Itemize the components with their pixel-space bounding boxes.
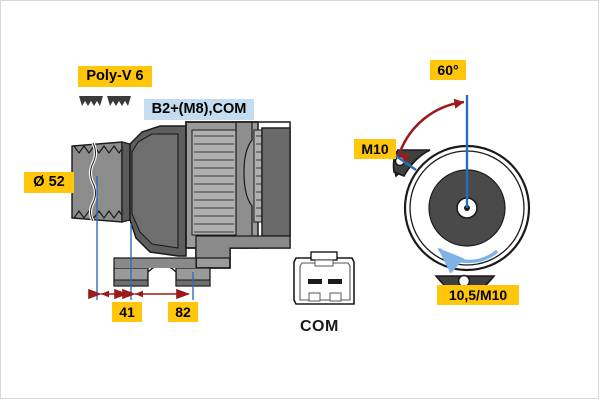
label-terminal-b2: B2+(M8),COM — [144, 99, 254, 120]
label-connector-com: COM — [300, 318, 339, 335]
dimension-arrowheads — [101, 290, 189, 298]
alternator-end-view — [381, 95, 531, 297]
poly-v-belt-profile-icon — [79, 96, 131, 106]
com-connector-front-view — [293, 251, 355, 305]
alternator-side-view — [113, 121, 291, 287]
label-bolt-m10: M10 — [354, 139, 396, 159]
label-pulley-type: Poly-V 6 — [78, 66, 152, 87]
label-mount-105-m10: 10,5/M10 — [437, 285, 519, 305]
label-pulley-diameter: Ø 52 — [24, 172, 74, 193]
pulley-group — [71, 141, 131, 223]
centerlines — [96, 176, 194, 300]
label-angle-60: 60° — [430, 60, 466, 80]
label-dimension-82: 82 — [168, 302, 198, 322]
label-dimension-41: 41 — [112, 302, 142, 322]
